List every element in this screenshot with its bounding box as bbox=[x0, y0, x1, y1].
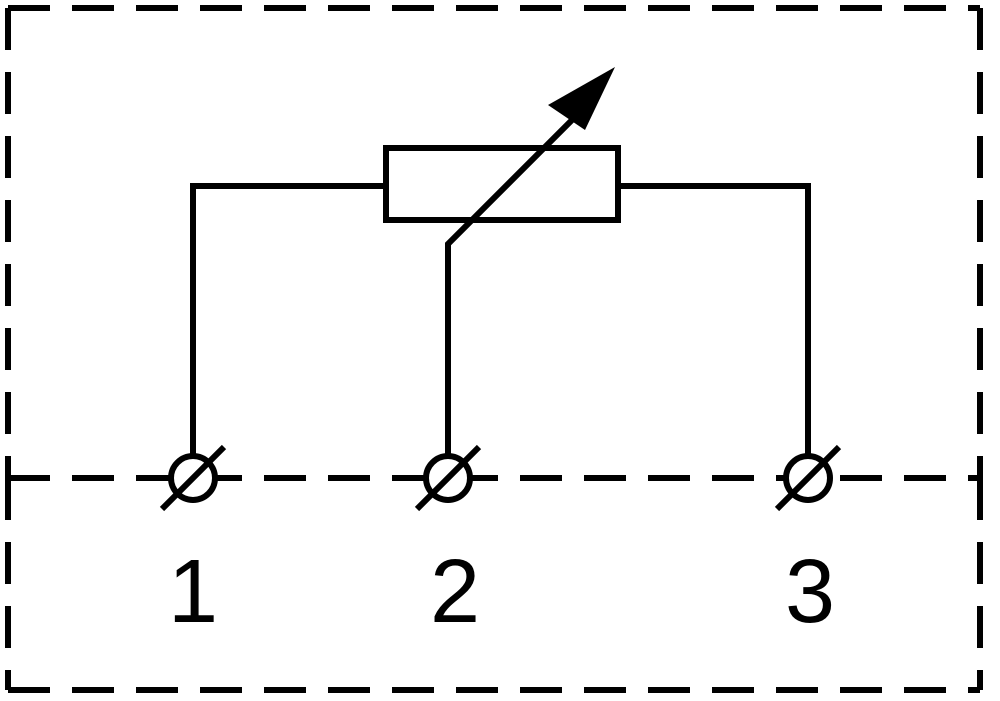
resistor-body bbox=[383, 145, 621, 223]
terminal-label-2: 2 bbox=[430, 542, 480, 642]
wire-terminal-3 bbox=[618, 183, 811, 456]
terminal-2-slash bbox=[414, 444, 482, 512]
terminal-3-slash bbox=[774, 444, 842, 512]
terminal-label-1: 1 bbox=[168, 542, 218, 642]
variable-arrow-head bbox=[548, 67, 615, 130]
wire-terminal-2-wiper bbox=[445, 107, 585, 456]
wires bbox=[190, 107, 811, 456]
terminal-3 bbox=[774, 444, 842, 512]
terminal-2 bbox=[414, 444, 482, 512]
terminal-1-slash bbox=[159, 444, 227, 512]
terminal-label-3: 3 bbox=[785, 542, 835, 642]
terminal-1 bbox=[159, 444, 227, 512]
wire-terminal-1 bbox=[190, 183, 386, 456]
